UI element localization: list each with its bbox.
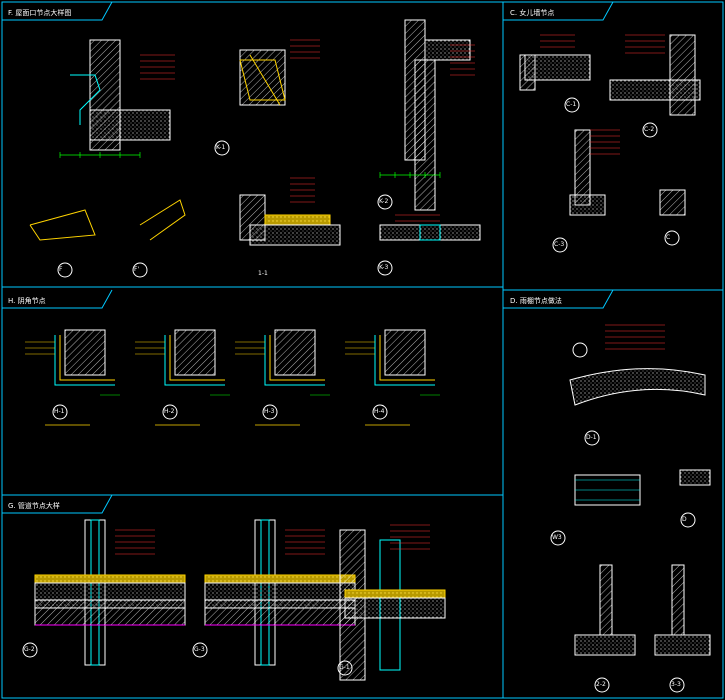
drain-pipe [70, 74, 101, 125]
detail-tag-5: K-3 [379, 264, 389, 271]
concrete-wall [671, 564, 685, 636]
structural-slab [34, 599, 186, 626]
concrete-slab [569, 194, 606, 216]
detail-tag-10: H-1 [54, 408, 65, 415]
concrete-slab [249, 224, 341, 246]
corner-membrane [164, 335, 225, 386]
detail-tag-4: K-2 [379, 198, 389, 205]
insulation-layer [34, 574, 186, 584]
detail-tag-circle [680, 512, 696, 528]
detail-tag-13: H-4 [374, 408, 385, 415]
concrete-slab [379, 224, 481, 241]
structural-slab [204, 599, 356, 626]
title-tab [2, 494, 113, 514]
detail-tag-circle [584, 430, 600, 446]
detail-tag-12: H-3 [264, 408, 275, 415]
concrete-wall [574, 129, 591, 206]
section-title-h: H. 阴角节点 [8, 297, 46, 305]
detail-tag-circle [192, 642, 208, 658]
detail-tag-9: C [666, 234, 671, 241]
gutter-outline [29, 209, 96, 241]
title-tab [503, 1, 614, 21]
concrete-wall [174, 329, 216, 376]
detail-tag-circle [669, 677, 685, 693]
detail-tag-1: F' [134, 266, 140, 273]
concrete-wall [384, 329, 426, 376]
detail-tag-circle [372, 404, 388, 420]
concrete-wall [414, 59, 436, 211]
detail-tag-7: C-2 [644, 126, 655, 133]
detail-box [659, 189, 686, 216]
insulation-layer [344, 589, 446, 599]
detail-tag-15: D [682, 516, 687, 523]
concrete-wall [519, 54, 536, 91]
detail-tag-11: H-2 [164, 408, 175, 415]
detail-tag-circle [550, 530, 566, 546]
concrete-slab [574, 634, 636, 656]
detail-tag-17: 2-2 [596, 681, 606, 688]
detail-tag-6: C-1 [566, 101, 577, 108]
concrete-wall [669, 34, 696, 116]
concrete-slab [344, 597, 446, 619]
drain-slot [419, 224, 441, 241]
corner-insulation [269, 335, 325, 381]
concrete-slab [524, 54, 591, 81]
insulation-layer [264, 214, 331, 226]
title-tab [2, 1, 113, 21]
detail-tag-circle [162, 404, 178, 420]
detail-tag-circle [594, 677, 610, 693]
detail-tag-21: G-1 [339, 664, 350, 671]
detail-tag-circle [337, 660, 353, 676]
insulation-layer [204, 574, 356, 584]
corner-insulation [379, 335, 435, 381]
detail-tag-circle [564, 97, 580, 113]
canopy-slab [569, 368, 706, 406]
detail-tag-circle [132, 262, 148, 278]
corner-membrane [264, 335, 325, 386]
concrete-wall [239, 49, 286, 106]
detail-tag-circle [377, 260, 393, 276]
detail-tag-circle [52, 404, 68, 420]
detail-tag-14: D-1 [586, 434, 597, 441]
detail-tag-circle [214, 140, 230, 156]
detail-tag-circle [664, 230, 680, 246]
detail-tag-3: 1-1 [258, 270, 268, 277]
detail-tag-circle [57, 262, 73, 278]
section-title-g: G. 管道节点大样 [8, 502, 60, 510]
concrete-wall [274, 329, 316, 376]
concrete-slab [609, 79, 701, 101]
detail-tag-2: K-1 [216, 144, 226, 151]
detail-tag-circle [572, 342, 588, 358]
detail-tag-circle [22, 642, 38, 658]
title-tab [503, 289, 614, 309]
title-tab [2, 289, 113, 309]
detail-tag-circle [642, 122, 658, 138]
concrete-slab [654, 634, 711, 656]
gutter-outline [139, 199, 186, 241]
corner-membrane [54, 335, 115, 386]
detail-tag-circle [377, 194, 393, 210]
detail-tag-16: W3 [552, 534, 562, 541]
concrete-slab [89, 109, 171, 141]
concrete-wall [599, 564, 613, 636]
section-title-f: F. 屋面口节点大样图 [8, 9, 72, 17]
section-title-c: C. 女儿墙节点 [510, 9, 555, 17]
slope [249, 54, 281, 106]
insulation-wedge [239, 59, 286, 101]
detail-tag-circle [552, 237, 568, 253]
corner-insulation [59, 335, 115, 381]
detail-tag-circle [262, 404, 278, 420]
detail-tag-18: 3-3 [671, 681, 681, 688]
corner-membrane [374, 335, 435, 386]
corner-insulation [169, 335, 225, 381]
detail-tag-20: G-3 [194, 646, 205, 653]
small-detail [679, 469, 711, 486]
detail-tag-8: C-3 [554, 241, 565, 248]
section-title-d: D. 雨棚节点做法 [510, 297, 562, 305]
concrete-wall [64, 329, 106, 376]
detail-tag-0: F [59, 266, 63, 273]
detail-tag-19: G-2 [24, 646, 35, 653]
